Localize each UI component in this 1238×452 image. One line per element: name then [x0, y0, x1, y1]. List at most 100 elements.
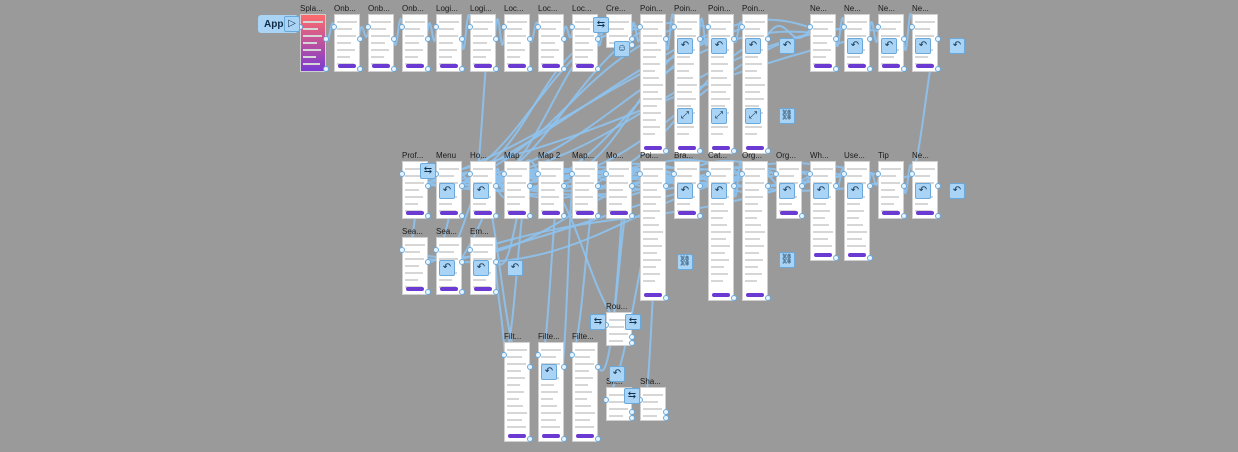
connection-dot[interactable] [901, 183, 907, 189]
connection-dot[interactable] [595, 183, 601, 189]
connection-dot[interactable] [935, 213, 941, 219]
connection-dot[interactable] [663, 148, 669, 154]
connection-dot[interactable] [323, 36, 329, 42]
connection-dot[interactable] [705, 171, 711, 177]
connection-dot[interactable] [399, 24, 405, 30]
back-arrow-icon[interactable]: ↶ [439, 183, 455, 199]
connection-dot[interactable] [459, 259, 465, 265]
connection-dot[interactable] [773, 171, 779, 177]
back-arrow-icon[interactable]: ↶ [711, 38, 727, 54]
connection-dot[interactable] [841, 24, 847, 30]
connection-dot[interactable] [467, 247, 473, 253]
back-arrow-icon[interactable]: ↶ [473, 260, 489, 276]
overlay-icon[interactable]: ⇆ [625, 314, 641, 330]
connection-dot[interactable] [901, 36, 907, 42]
connection-dot[interactable] [629, 36, 635, 42]
frame-login2[interactable] [470, 14, 496, 72]
back-arrow-icon[interactable]: ↶ [507, 260, 523, 276]
connection-dot[interactable] [595, 213, 601, 219]
connection-dot[interactable] [467, 24, 473, 30]
connection-dot[interactable] [697, 213, 703, 219]
connection-dot[interactable] [425, 66, 431, 72]
frame-onb1[interactable] [334, 14, 360, 72]
connection-dot[interactable] [935, 66, 941, 72]
connection-dot[interactable] [493, 183, 499, 189]
frame-loc1[interactable] [504, 14, 530, 72]
frame-onb3[interactable] [402, 14, 428, 72]
connection-dot[interactable] [731, 36, 737, 42]
connection-dot[interactable] [323, 66, 329, 72]
connection-dot[interactable] [935, 183, 941, 189]
back-arrow-icon[interactable]: ↶ [677, 38, 693, 54]
connection-dot[interactable] [637, 24, 643, 30]
frame-org1[interactable] [742, 161, 768, 301]
connection-dot[interactable] [365, 24, 371, 30]
connection-dot[interactable] [467, 171, 473, 177]
connection-dot[interactable] [807, 24, 813, 30]
connection-dot[interactable] [595, 36, 601, 42]
connection-dot[interactable] [739, 171, 745, 177]
connection-dot[interactable] [535, 24, 541, 30]
connection-dot[interactable] [527, 436, 533, 442]
connection-dot[interactable] [833, 183, 839, 189]
frame-poi[interactable] [640, 161, 666, 301]
connection-dot[interactable] [909, 24, 915, 30]
frame-poin4[interactable] [742, 14, 768, 154]
connection-dot[interactable] [535, 171, 541, 177]
connection-dot[interactable] [705, 24, 711, 30]
connection-dot[interactable] [561, 364, 567, 370]
frame-tip[interactable] [878, 161, 904, 219]
connection-dot[interactable] [527, 213, 533, 219]
connection-dot[interactable] [425, 36, 431, 42]
connection-dot[interactable] [425, 289, 431, 295]
back-arrow-icon[interactable]: ↶ [847, 183, 863, 199]
connection-dot[interactable] [901, 66, 907, 72]
connection-dot[interactable] [595, 364, 601, 370]
link-icon[interactable]: ⤢ [745, 108, 761, 124]
connection-dot[interactable] [833, 36, 839, 42]
link-icon[interactable]: ⛓ [677, 254, 693, 270]
connection-dot[interactable] [459, 213, 465, 219]
frame-loc3[interactable] [572, 14, 598, 72]
connection-dot[interactable] [391, 36, 397, 42]
connection-dot[interactable] [561, 66, 567, 72]
connection-dot[interactable] [663, 36, 669, 42]
connection-dot[interactable] [765, 148, 771, 154]
frame-poin3[interactable] [708, 14, 734, 154]
frame-filt1[interactable] [504, 342, 530, 442]
connection-dot[interactable] [867, 66, 873, 72]
frame-sh2[interactable] [640, 387, 666, 421]
connection-dot[interactable] [561, 183, 567, 189]
connection-dot[interactable] [493, 259, 499, 265]
connection-dot[interactable] [731, 183, 737, 189]
frame-sea1[interactable] [402, 237, 428, 295]
connection-dot[interactable] [561, 36, 567, 42]
connection-dot[interactable] [629, 213, 635, 219]
connection-dot[interactable] [765, 295, 771, 301]
connection-dot[interactable] [629, 409, 635, 415]
frame-ne1[interactable] [810, 14, 836, 72]
connection-dot[interactable] [663, 415, 669, 421]
frame-loc2[interactable] [538, 14, 564, 72]
back-arrow-icon[interactable]: ↶ [779, 38, 795, 54]
connection-dot[interactable] [697, 36, 703, 42]
frame-poin2[interactable] [674, 14, 700, 154]
overlay-icon[interactable]: ⇆ [420, 163, 436, 179]
connection-dot[interactable] [629, 340, 635, 346]
connection-dot[interactable] [807, 171, 813, 177]
connection-dot[interactable] [867, 36, 873, 42]
connection-dot[interactable] [331, 24, 337, 30]
connection-dot[interactable] [901, 213, 907, 219]
back-arrow-icon[interactable]: ↶ [949, 38, 965, 54]
link-icon[interactable]: ⤢ [711, 108, 727, 124]
connection-dot[interactable] [663, 409, 669, 415]
connection-dot[interactable] [501, 24, 507, 30]
connection-dot[interactable] [535, 352, 541, 358]
connection-dot[interactable] [765, 36, 771, 42]
back-arrow-icon[interactable]: ↶ [711, 183, 727, 199]
connection-dot[interactable] [875, 24, 881, 30]
connection-dot[interactable] [493, 289, 499, 295]
connection-dot[interactable] [501, 352, 507, 358]
connection-dot[interactable] [595, 436, 601, 442]
connection-dot[interactable] [391, 66, 397, 72]
